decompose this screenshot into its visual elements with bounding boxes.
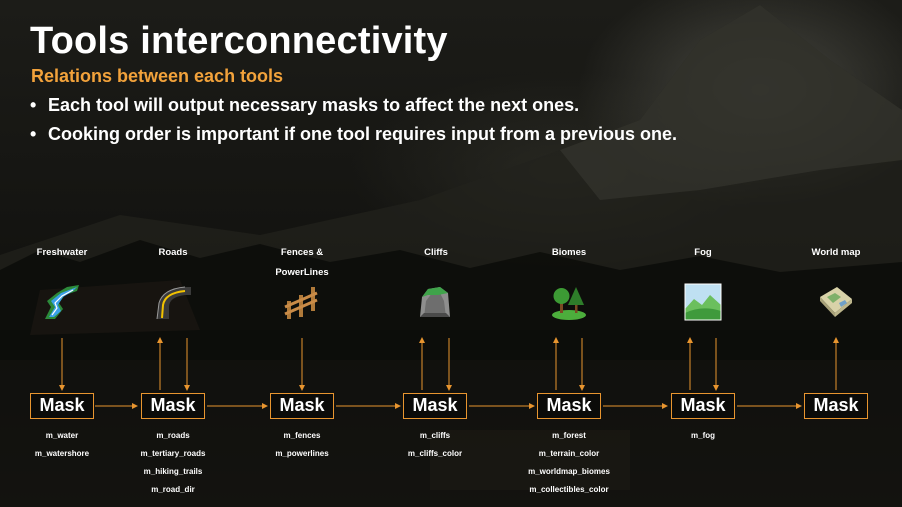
mask-output-item: m_cliffs_color — [407, 449, 463, 458]
mask-output-item: m_tertiary_roads — [140, 449, 206, 458]
road-icon — [156, 286, 191, 320]
mask-output-list-freshwater: m_water m_watershore — [0, 427, 127, 463]
mask-output-item: m_roads — [156, 431, 190, 440]
tool-label-roads: Roads — [118, 243, 228, 263]
trees-icon — [552, 287, 586, 320]
mask-output-item: m_water — [45, 431, 79, 440]
bullet-list: • Each tool will output necessary masks t… — [30, 94, 677, 152]
mask-output-list-biomes: m_forest m_terrain_color m_worldmap_biom… — [504, 427, 634, 499]
tool-label-line: Biomes — [551, 247, 587, 258]
tool-label-biomes: Biomes — [514, 243, 624, 263]
bullet-item: • Cooking order is important if one tool … — [30, 123, 677, 152]
mask-box-roads: Mask — [141, 393, 205, 419]
tool-label-line: Fog — [694, 247, 712, 258]
bullet-text: Each tool will output necessary masks to… — [48, 95, 580, 115]
tool-label-world-map: World map — [781, 243, 891, 263]
bullet-glyph: • — [30, 95, 37, 115]
mask-output-item: m_watershore — [34, 449, 90, 458]
mask-output-item: m_fog — [691, 431, 715, 440]
mask-output-list-fences-powerlines: m_fences m_powerlines — [237, 427, 367, 463]
tool-label-line: Roads — [158, 247, 188, 258]
bullet-glyph: • — [30, 124, 37, 144]
mask-output-item: m_forest — [552, 431, 586, 440]
mask-output-item: m_collectibles_color — [529, 485, 609, 494]
slide-title: Tools interconnectivity — [30, 20, 448, 62]
bullet-item: • Each tool will output necessary masks t… — [30, 94, 677, 123]
tool-label-line: PowerLines — [275, 267, 329, 278]
mask-box-cliffs: Mask — [403, 393, 467, 419]
fence-icon — [284, 287, 318, 319]
mask-output-item: m_terrain_color — [538, 449, 600, 458]
landscape-icon — [684, 283, 722, 321]
mask-box-fences-powerlines: Mask — [270, 393, 334, 419]
tool-label-cliffs: Cliffs — [381, 243, 491, 263]
mask-box-world-map: Mask — [804, 393, 868, 419]
mask-output-item: m_worldmap_biomes — [528, 467, 610, 476]
cliff-icon — [420, 287, 450, 317]
tool-label-line: Fences & — [280, 247, 324, 258]
tool-label-line: Cliffs — [424, 247, 448, 258]
tool-label-line: Freshwater — [36, 247, 88, 258]
mask-output-list-roads: m_roads m_tertiary_roads m_hiking_trails… — [108, 427, 238, 499]
mask-output-item: m_powerlines — [275, 449, 329, 458]
map-icon — [820, 287, 852, 317]
tool-label-line: World map — [811, 247, 861, 258]
mask-output-item: m_cliffs — [419, 431, 451, 440]
tool-label-fences-powerlines: Fences & PowerLines — [247, 243, 357, 283]
mask-output-list-cliffs: m_cliffs m_cliffs_color — [370, 427, 500, 463]
mask-output-item: m_road_dir — [151, 485, 195, 494]
mask-box-freshwater: Mask — [30, 393, 94, 419]
tool-label-freshwater: Freshwater — [7, 243, 117, 263]
mask-output-item: m_hiking_trails — [143, 467, 203, 476]
mask-output-list-fog: m_fog — [638, 427, 768, 445]
bullet-text: Cooking order is important if one tool r… — [48, 124, 678, 144]
river-icon — [45, 285, 79, 319]
mask-box-biomes: Mask — [537, 393, 601, 419]
mask-box-fog: Mask — [671, 393, 735, 419]
mask-output-item: m_fences — [283, 431, 321, 440]
slide-subtitle: Relations between each tools — [31, 66, 284, 86]
tool-label-fog: Fog — [648, 243, 758, 263]
